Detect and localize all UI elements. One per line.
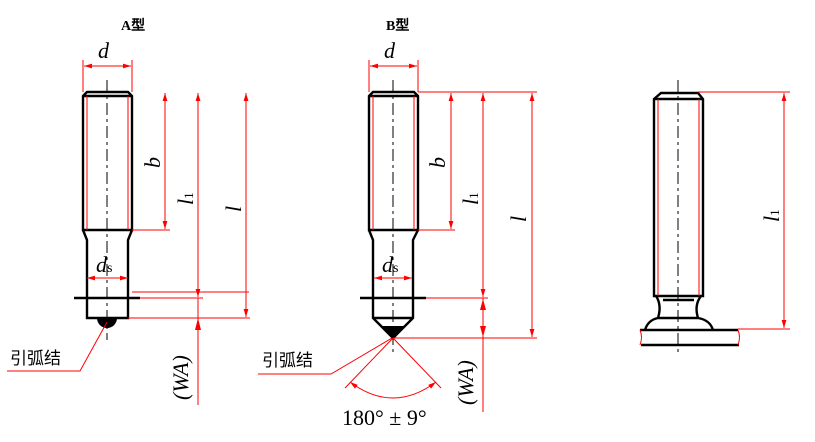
wa-arrows (480, 299, 486, 337)
wa-label: (WA) (453, 360, 478, 405)
wa-arrow (195, 318, 201, 330)
extension-lines (368, 60, 537, 339)
figure-a-title: A型 (121, 17, 145, 34)
ds-label: ds (382, 252, 398, 277)
weld-collar (643, 295, 715, 331)
callout-leader (7, 321, 108, 372)
callout-label: 引弧结 (10, 349, 61, 369)
l1-label: l1 (759, 209, 784, 222)
extension-lines (698, 91, 790, 330)
l1-label: l1 (458, 192, 483, 205)
b-label: b (425, 157, 450, 168)
base-plate (640, 328, 739, 347)
angle-extension-lines (344, 337, 442, 389)
angle-dimension (349, 381, 437, 399)
l-label: l (221, 206, 246, 212)
plate-break-lines (639, 329, 740, 346)
thread-root-lines (86, 96, 129, 230)
extension-lines (82, 60, 133, 92)
arc-ignition-tip (381, 326, 405, 338)
extension-lines (128, 229, 250, 319)
figure-welded: l1 (639, 80, 790, 353)
ds-label: ds (96, 252, 112, 277)
callout-label: 引弧结 (262, 351, 313, 371)
l-label: l (506, 216, 531, 222)
angle-label: 180° ± 9° (342, 405, 427, 430)
thread-root-lines (372, 96, 415, 230)
wa-label: (WA) (168, 355, 193, 400)
thread-root-lines (657, 99, 700, 296)
figure-a: A型 d ds b l1 l (WA) 引弧结 (7, 17, 250, 405)
figure-b: B型 d ds b l1 l (WA) 180° ± 9° 引弧结 (258, 17, 537, 430)
figure-b-title: B型 (386, 17, 409, 34)
b-label: b (140, 157, 165, 168)
d-label: d (98, 38, 110, 63)
stud-body (652, 91, 705, 298)
l1-label: l1 (173, 192, 198, 205)
d-label: d (384, 38, 396, 63)
callout-leader (258, 337, 393, 375)
